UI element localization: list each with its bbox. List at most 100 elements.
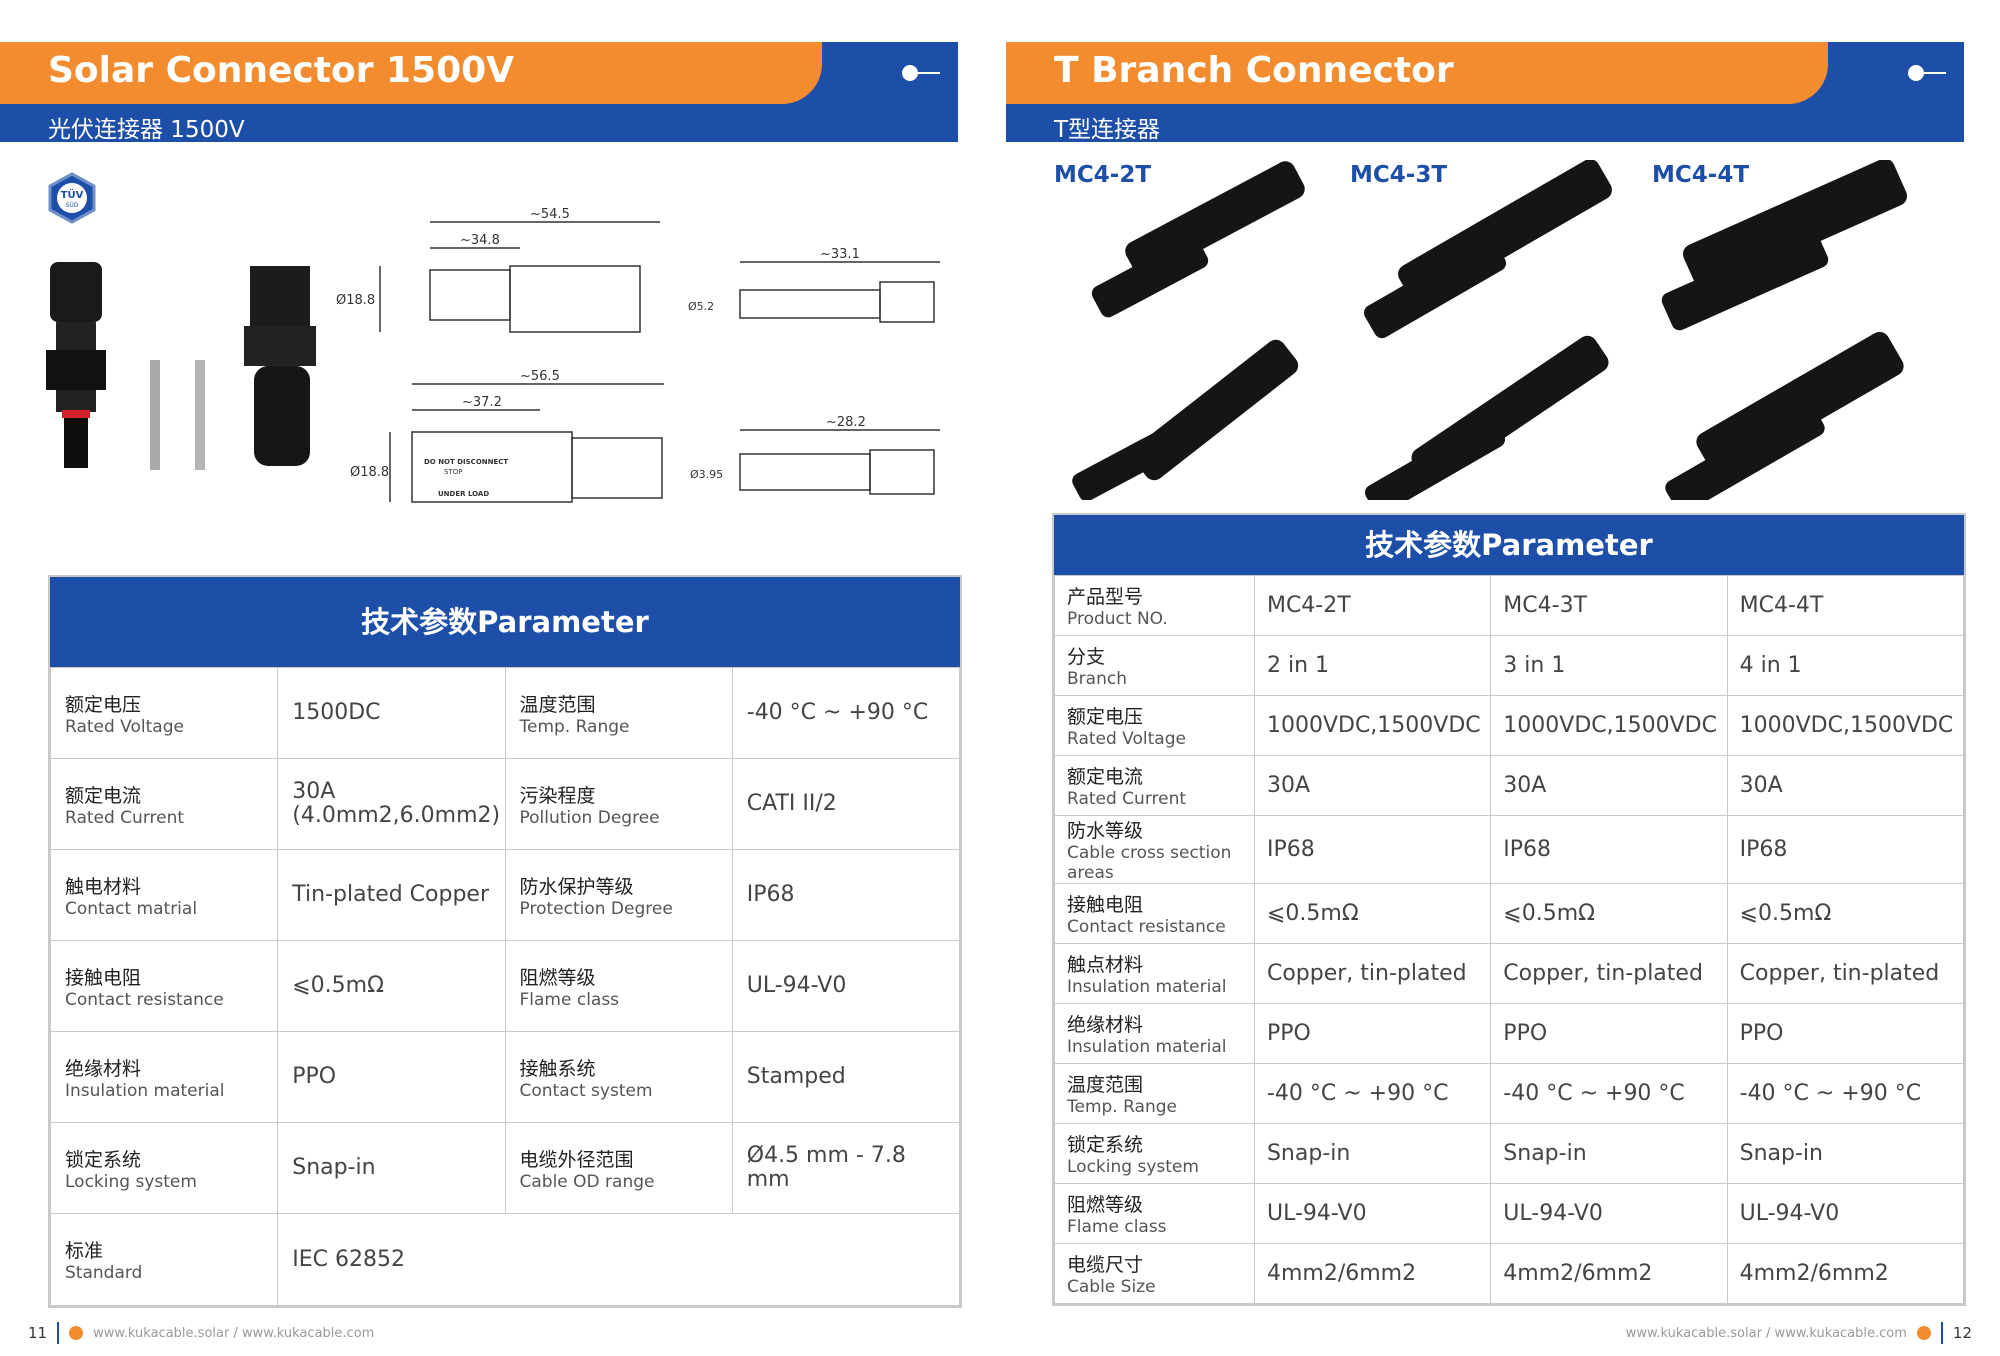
globe-icon bbox=[1916, 1326, 1931, 1340]
param-label-en: Branch bbox=[1067, 669, 1127, 689]
mc4-4t-photo bbox=[1661, 160, 1908, 500]
page-title: T Branch Connector bbox=[1054, 50, 1454, 91]
param-value-cell: 2 in 1 bbox=[1253, 635, 1492, 696]
param-label-en: Flame class bbox=[1067, 1217, 1167, 1237]
param-label-zh: 阻燃等级 bbox=[519, 966, 596, 989]
param-label-en: Temp. Range bbox=[519, 716, 630, 737]
right-header-bar: T Branch Connector T型连接器 bbox=[1006, 42, 1964, 143]
param-label-zh: 电缆尺寸 bbox=[1067, 1254, 1144, 1276]
dim-label: ~33.1 bbox=[820, 247, 860, 262]
right-page: T Branch Connector T型连接器 MC4-2T MC4-3T M… bbox=[1000, 0, 2000, 1356]
dim-label: Ø5.2 bbox=[688, 300, 714, 313]
param-value-cell: IP68 bbox=[1726, 815, 1965, 884]
param-value-cell: PPO bbox=[1490, 1003, 1728, 1064]
param-value-cell: IP68 bbox=[1490, 815, 1728, 884]
param-value-cell: Stamped bbox=[731, 1031, 961, 1123]
param-label-en: Rated Current bbox=[65, 807, 185, 828]
param-value-cell: 4mm2/6mm2 bbox=[1726, 1243, 1965, 1304]
contact-pins-photo bbox=[150, 360, 205, 470]
dim-label: Ø18.8 bbox=[336, 293, 375, 308]
param-label-en: Insulation material bbox=[65, 1080, 225, 1101]
param-value-cell: IP68 bbox=[731, 849, 961, 941]
param-label-zh: 温度范围 bbox=[519, 693, 596, 716]
product-label-mc4-4t: MC4-4T bbox=[1652, 162, 1750, 188]
param-value-cell: 4mm2/6mm2 bbox=[1253, 1243, 1492, 1304]
connector-drawings: ~54.5 ~34.8 Ø18.8 ~33.1 Ø5.2 ~56.5 ~37.2… bbox=[46, 207, 940, 503]
param-value-cell: PPO bbox=[1253, 1003, 1492, 1064]
param-value-cell: PPO bbox=[277, 1031, 506, 1123]
sud-text: SÜD bbox=[66, 202, 79, 209]
param-label-en: Insulation material bbox=[1067, 1037, 1227, 1057]
param-label-en: Contact matrial bbox=[65, 898, 198, 919]
param-label-zh: 标准 bbox=[65, 1240, 104, 1262]
male-connector-photo bbox=[46, 262, 106, 468]
technical-drawing-female bbox=[389, 383, 664, 503]
header-dot-icon bbox=[1908, 65, 1946, 81]
param-value-cell: MC4-2T bbox=[1253, 575, 1492, 636]
param-value-cell: Copper, tin-plated bbox=[1253, 943, 1492, 1004]
param-value-cell: Snap-in bbox=[1253, 1123, 1492, 1184]
param-value-cell: MC4-3T bbox=[1490, 575, 1728, 636]
param-label-zh: 锁定系统 bbox=[65, 1148, 142, 1171]
param-value-cell: ⩽0.5mΩ bbox=[277, 940, 506, 1032]
param-label-zh: 防水保护等级 bbox=[519, 875, 634, 898]
param-label-en: Contact system bbox=[519, 1080, 653, 1101]
param-value-cell: ⩽0.5mΩ bbox=[1253, 883, 1492, 944]
param-value-cell: 4mm2/6mm2 bbox=[1490, 1243, 1728, 1304]
warning-text: DO NOT DISCONNECT bbox=[424, 458, 508, 466]
param-value-cell: IEC 62852 bbox=[277, 1213, 960, 1306]
dim-label: Ø18.8 bbox=[350, 465, 389, 480]
page-subtitle: T型连接器 bbox=[1054, 117, 1161, 143]
param-label-en: Standard bbox=[65, 1263, 143, 1283]
param-value-cell: Ø4.5 mm - 7.8 mm bbox=[731, 1122, 961, 1214]
dim-label: ~56.5 bbox=[520, 369, 560, 384]
header-orange-band bbox=[0, 42, 822, 104]
param-label-en: Pollution Degree bbox=[519, 807, 660, 828]
footer-url[interactable]: www.kukacable.solar / www.kukacable.com bbox=[1625, 1325, 1907, 1341]
header-orange-band bbox=[1006, 42, 1828, 104]
param-value-cell: 1500DC bbox=[277, 667, 506, 759]
right-footer: www.kukacable.solar / www.kukacable.com … bbox=[1626, 1322, 1972, 1344]
param-label-en: Cable cross section areas bbox=[1067, 843, 1232, 883]
param-label-zh: 产品型号 bbox=[1067, 586, 1144, 608]
mc4-3t-photo bbox=[1363, 160, 1612, 500]
param-value-cell: 3 in 1 bbox=[1490, 635, 1728, 696]
param-value-cell: 1000VDC,1500VDC bbox=[1490, 695, 1728, 756]
param-label-zh: 额定电压 bbox=[65, 693, 142, 716]
param-label-zh: 接触电阻 bbox=[1067, 894, 1144, 916]
param-label-zh: 额定电流 bbox=[1067, 766, 1144, 788]
param-label-zh: 锁定系统 bbox=[1067, 1134, 1144, 1156]
left-footer: 11 www.kukacable.solar / www.kukacable.c… bbox=[28, 1322, 374, 1344]
param-label-zh: 绝缘材料 bbox=[65, 1057, 142, 1080]
param-label-en: Temp. Range bbox=[1067, 1097, 1177, 1117]
header-dot-icon bbox=[902, 65, 940, 81]
footer-url[interactable]: www.kukacable.solar / www.kukacable.com bbox=[93, 1325, 375, 1341]
param-label-zh: 分支 bbox=[1067, 646, 1106, 668]
param-value-cell: 30A bbox=[1726, 755, 1965, 816]
param-value-cell: 30A bbox=[1253, 755, 1492, 816]
